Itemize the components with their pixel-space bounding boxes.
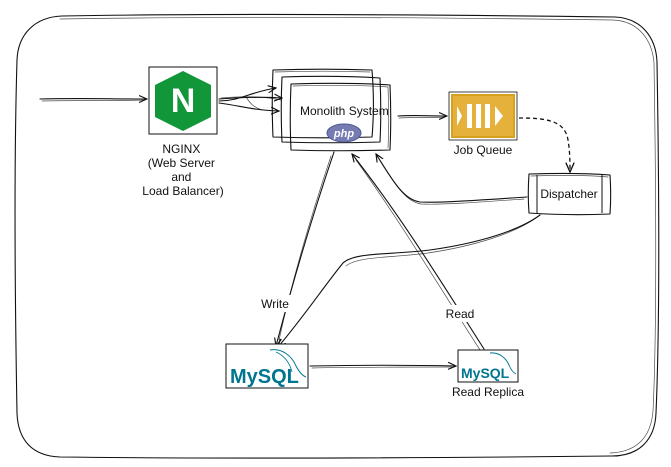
php-logo-icon: php — [326, 123, 362, 143]
job-queue-label: Job Queue — [454, 143, 513, 157]
dispatcher-node: Dispatcher — [527, 172, 612, 216]
nginx-node: N NGINX (Web Server and Load Balancer) — [142, 66, 224, 198]
mysql-logo-icon: MySQL — [461, 352, 517, 381]
mysql-primary-node: MySQL — [225, 343, 309, 389]
nginx-label-line-3: and — [171, 170, 191, 184]
nginx-label: NGINX (Web Server and Load Balancer) — [142, 142, 223, 198]
edge-client-to-nginx — [39, 99, 147, 101]
job-queue-node: Job Queue — [448, 91, 518, 157]
nginx-logo-letter: N — [171, 82, 196, 120]
edge-job-queue-to-dispatcher — [518, 117, 570, 172]
edge-dispatcher-to-mysql — [278, 214, 541, 347]
read-label: Read — [446, 307, 475, 321]
mysql-replica-node: MySQL Read Replica — [452, 349, 524, 399]
edge-mysql-replication — [309, 365, 456, 368]
monolith-node: Monolith System php — [271, 68, 392, 152]
mysql-logo-icon: MySQL — [230, 349, 307, 388]
nginx-label-line-4: Load Balancer) — [142, 184, 223, 198]
outer-frame — [14, 13, 660, 459]
nginx-label-line-2: (Web Server — [148, 156, 215, 170]
nginx-label-line-1: NGINX — [162, 142, 200, 156]
write-label: Write — [261, 297, 289, 311]
edge-monolith-to-job-queue — [397, 116, 447, 118]
nginx-logo-icon: N — [155, 71, 211, 131]
edge-read: Read — [352, 154, 485, 351]
mysql-primary-logo-text: MySQL — [230, 366, 299, 388]
mysql-replica-logo-text: MySQL — [461, 365, 510, 381]
dispatcher-label: Dispatcher — [540, 187, 597, 201]
edge-dispatcher-to-monolith — [376, 154, 528, 205]
read-replica-label: Read Replica — [452, 385, 524, 399]
php-logo-text: php — [333, 128, 354, 140]
monolith-label: Monolith System — [300, 104, 389, 118]
edge-write: Write — [255, 151, 335, 346]
queue-icon — [451, 94, 515, 138]
